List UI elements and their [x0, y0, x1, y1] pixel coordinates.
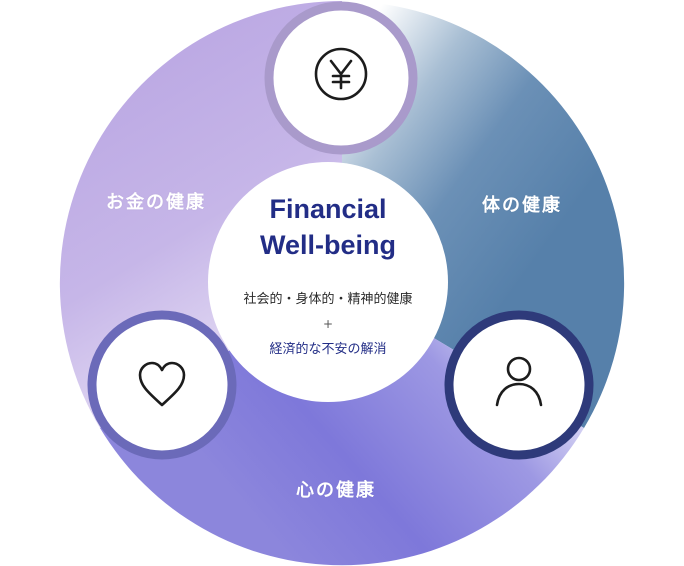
title-line-1: Financial	[269, 194, 387, 224]
node-mind[interactable]	[87, 310, 237, 460]
center-title: Financial Well-being	[210, 191, 446, 263]
person-icon	[495, 356, 543, 407]
segment-label-mind: 心の健康	[296, 480, 376, 501]
heart-icon	[138, 361, 186, 407]
title-line-2: Well-being	[259, 230, 396, 260]
segment-label-money: お金の健康	[106, 192, 206, 213]
center-subtitle-2: 経済的な不安の解消	[269, 342, 387, 357]
segment-label-body: 体の健康	[482, 195, 562, 216]
node-body[interactable]	[444, 310, 594, 460]
node-money[interactable]	[264, 1, 418, 155]
center-circle	[208, 162, 448, 402]
yen-icon	[314, 47, 368, 101]
center-plus: +	[322, 317, 334, 331]
segment-mind	[100, 283, 584, 566]
center-content: Financial Well-being 社会的・身体的・精神的健康 + 経済的…	[210, 151, 446, 411]
center-subtitle-1: 社会的・身体的・精神的健康	[243, 292, 413, 307]
